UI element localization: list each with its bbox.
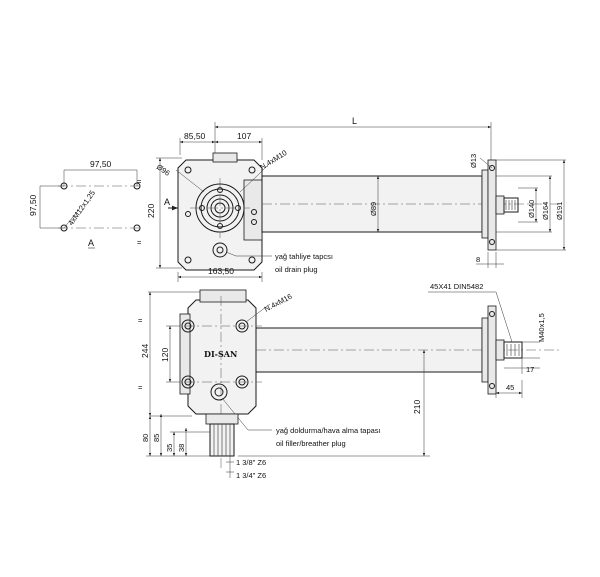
dim-85: 85 bbox=[152, 434, 161, 442]
dim-length-l: L bbox=[352, 116, 357, 126]
svg-text:=: = bbox=[138, 383, 143, 392]
dim-d164: Ø164 bbox=[541, 202, 550, 220]
filler-plug-label-tr: yağ doldurma/hava alma tapası bbox=[276, 426, 381, 435]
filler-plug-label-en: oil filler/breather plug bbox=[276, 439, 346, 448]
dim-d96: Ø96 bbox=[155, 162, 172, 178]
thread-label-m40: M40x1,5 bbox=[537, 313, 546, 342]
output-shaft-top bbox=[503, 197, 519, 213]
bolt-label-n4xm16: N.4xM16 bbox=[263, 292, 294, 314]
dim-80-left: 80 bbox=[141, 434, 150, 442]
output-flange-top bbox=[487, 159, 497, 251]
dim-163-50: 163,50 bbox=[208, 266, 234, 276]
dim-8: 8 bbox=[476, 255, 480, 264]
spline-spec-label: 45X41 DIN5482 bbox=[430, 282, 483, 291]
output-shaft-side bbox=[503, 341, 523, 359]
spline-label-1-3-4: 1 3/4" Z6 bbox=[236, 471, 266, 480]
dim-d191: Ø191 bbox=[555, 202, 564, 220]
svg-text:=: = bbox=[137, 238, 142, 247]
dim-210: 210 bbox=[412, 400, 422, 414]
side-view: 80 244 = = 120 DI-SAN yağ doldur bbox=[138, 282, 560, 480]
dim-85-50: 85,50 bbox=[184, 131, 206, 141]
dim-97-50-horizontal: 97,50 bbox=[90, 159, 112, 169]
flange-detail: 97,50 97,50 4xM12x1,25 A bbox=[28, 159, 143, 249]
dim-244: 244 bbox=[140, 344, 150, 358]
output-flange-side bbox=[487, 305, 497, 395]
dim-107: 107 bbox=[237, 131, 251, 141]
dim-d140: Ø140 bbox=[527, 200, 536, 218]
top-view: 85,50 107 L 220 = = bbox=[137, 116, 566, 282]
dim-d13: Ø13 bbox=[469, 154, 478, 168]
svg-text:=: = bbox=[137, 177, 142, 186]
thread-label-4xm12: 4xM12x1,25 bbox=[66, 189, 97, 228]
view-a-label-top: A bbox=[164, 197, 170, 207]
drain-plug-label-tr: yağ tahliye tapcsı bbox=[275, 252, 333, 261]
spline-label-1-3-8: 1 3/8" Z6 bbox=[236, 458, 266, 467]
brand-logo: DI-SAN bbox=[204, 349, 237, 359]
svg-text:=: = bbox=[138, 316, 143, 325]
dim-220: 220 bbox=[146, 204, 156, 218]
drain-plug-label-en: oil drain plug bbox=[275, 265, 318, 274]
bolt-label-n4xm10: N.4xM10 bbox=[258, 148, 288, 172]
dim-120: 120 bbox=[160, 348, 170, 362]
dim-97-50-vertical: 97,50 bbox=[28, 194, 38, 216]
drain-plug bbox=[212, 242, 228, 258]
dim-38: 38 bbox=[177, 444, 186, 452]
dim-35: 35 bbox=[165, 444, 174, 452]
filler-plug bbox=[210, 383, 228, 401]
dim-45: 45 bbox=[506, 383, 514, 392]
view-a-label-detail: A bbox=[88, 238, 94, 248]
dim-d89: Ø89 bbox=[369, 202, 378, 216]
dim-17: 17 bbox=[526, 365, 534, 374]
